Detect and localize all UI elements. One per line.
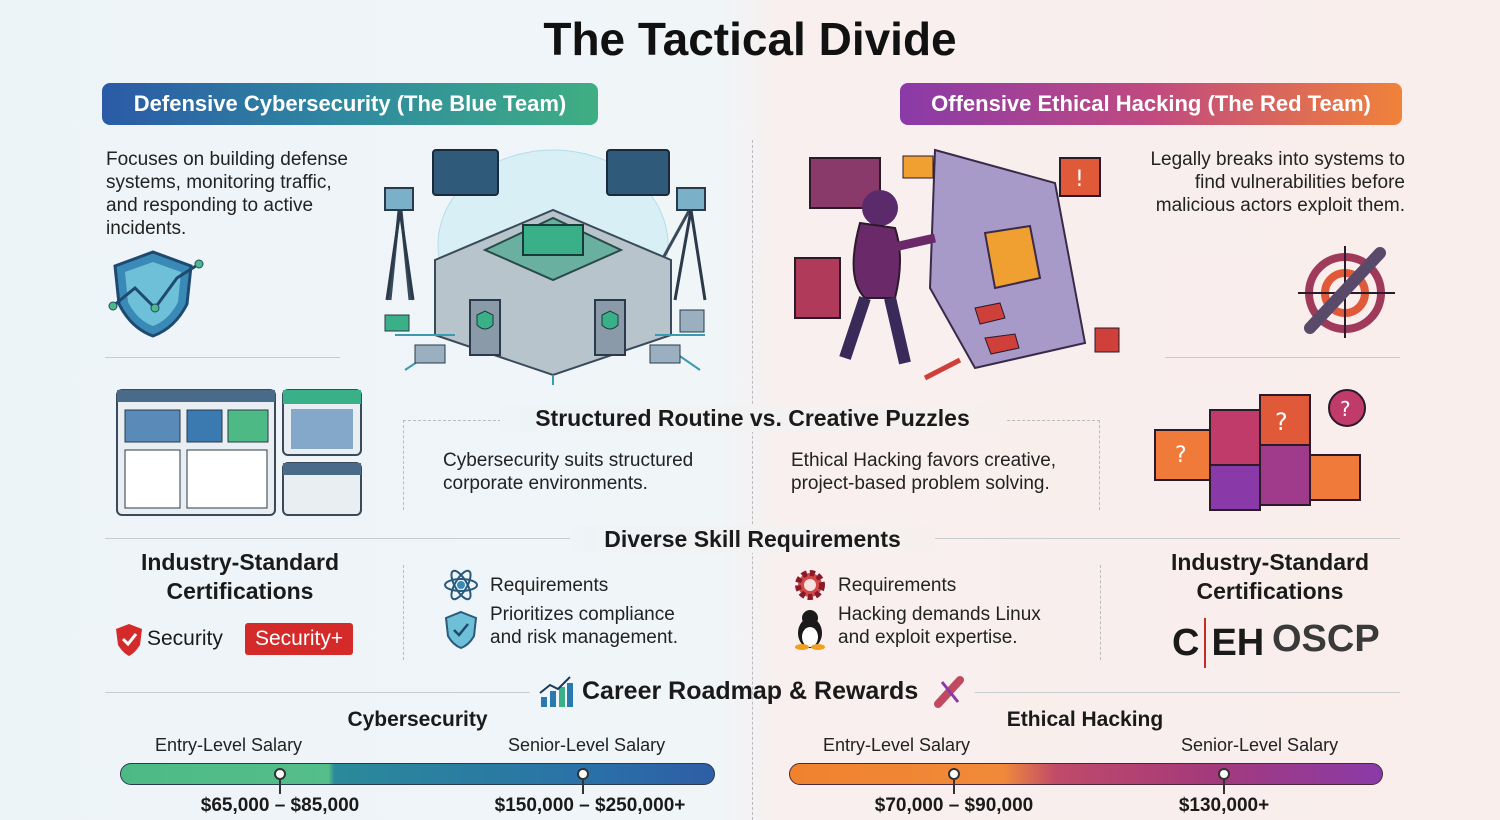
text-line: project-based problem solving. — [791, 473, 1050, 494]
shield-chart-icon — [108, 250, 204, 338]
cyber-entry-salary: $65,000 – $85,000 — [200, 795, 360, 816]
routine-right-text: Ethical Hacking favors creative, project… — [791, 449, 1056, 495]
linux-penguin-icon — [795, 610, 825, 650]
text-line: Cybersecurity suits structured — [443, 450, 694, 471]
heading-line: Industry-Standard — [1170, 549, 1370, 575]
skills-left-text: Prioritizes compliance and risk manageme… — [490, 603, 678, 649]
hacker-puzzle-wall-illustration: ! — [794, 148, 1120, 381]
red-team-description: Legally breaks into systems to find vuln… — [1150, 148, 1405, 217]
cert-oscp-logo: OSCP — [1272, 618, 1380, 660]
hacking-entry-salary: $70,000 – $90,000 — [874, 795, 1034, 816]
desc-line: Legally breaks into systems to — [1150, 149, 1405, 170]
hacking-career-title: Ethical Hacking — [1006, 708, 1164, 731]
divider — [105, 357, 340, 358]
ceh-c: C — [1172, 621, 1200, 664]
divider — [105, 692, 530, 693]
marker-stem — [1223, 780, 1225, 794]
hacking-entry-marker — [948, 768, 960, 780]
heading-line: Certifications — [166, 578, 314, 604]
text-line: and exploit expertise. — [838, 627, 1018, 648]
marker-stem — [279, 780, 281, 794]
divider — [1165, 357, 1400, 358]
desc-line: systems, monitoring traffic, — [106, 172, 332, 193]
atom-icon — [444, 569, 478, 601]
hacking-senior-marker — [1218, 768, 1230, 780]
desc-line: Focuses on building defense — [106, 149, 348, 170]
skills-right-label: Requirements — [838, 575, 957, 596]
text-line: corporate environments. — [443, 473, 648, 494]
tools-icon — [934, 676, 964, 708]
desc-line: find vulnerabilities before — [1194, 172, 1405, 193]
heading-line: Industry-Standard — [140, 549, 340, 575]
divider — [403, 565, 404, 660]
cyber-senior-salary: $150,000 – $250,000+ — [494, 795, 686, 816]
cyber-entry-label: Entry-Level Salary — [155, 735, 303, 755]
svg-text:!: ! — [1075, 167, 1084, 192]
growth-chart-icon — [539, 676, 573, 707]
routine-heading: Structured Routine vs. Creative Puzzles — [500, 405, 1005, 432]
cert-security-label: Security — [147, 627, 223, 650]
shield-check-icon — [444, 610, 478, 650]
red-team-header: Offensive Ethical Hacking (The Red Team) — [900, 83, 1402, 125]
routine-left-text: Cybersecurity suits structured corporate… — [443, 449, 693, 495]
certs-left-heading: Industry-Standard Certifications — [100, 548, 380, 606]
text-line: Ethical Hacking favors creative, — [791, 450, 1057, 471]
target-tool-icon — [1298, 246, 1395, 338]
cyber-entry-marker — [274, 768, 286, 780]
hacking-senior-label: Senior-Level Salary — [1181, 735, 1339, 755]
desc-line: malicious actors exploit them. — [1155, 195, 1405, 216]
cert-security-plus-badge: Security+ — [245, 623, 354, 655]
skills-heading: Diverse Skill Requirements — [570, 526, 935, 553]
blue-team-header: Defensive Cybersecurity (The Blue Team) — [102, 83, 598, 125]
ceh-eh: EH — [1211, 621, 1265, 664]
svg-text:?: ? — [1275, 408, 1288, 436]
desc-line: and responding to active — [106, 195, 314, 216]
dashboard-calendar-icon — [116, 389, 362, 516]
text-line: Hacking demands Linux — [838, 604, 1041, 625]
castle-fortress-illustration — [384, 149, 707, 385]
heading-line: Certifications — [1196, 578, 1344, 604]
divider — [1100, 565, 1101, 660]
marker-stem — [582, 780, 584, 794]
cyber-career-title: Cybersecurity — [347, 708, 488, 731]
cyber-senior-marker — [577, 768, 589, 780]
puzzle-pieces-icon: ? ? ? — [1154, 389, 1366, 511]
divider — [975, 692, 1400, 693]
hacking-entry-label: Entry-Level Salary — [823, 735, 971, 755]
page-title: The Tactical Divide — [543, 13, 957, 65]
cyber-senior-label: Senior-Level Salary — [508, 735, 666, 755]
marker-stem — [953, 780, 955, 794]
cert-ceh-logo: C EH — [1172, 618, 1264, 668]
center-divider — [752, 140, 753, 820]
blue-team-description: Focuses on building defense systems, mon… — [106, 148, 348, 240]
gear-icon — [795, 570, 825, 600]
text-line: and risk management. — [490, 627, 678, 648]
certs-right-heading: Industry-Standard Certifications — [1130, 548, 1410, 606]
desc-line: incidents. — [106, 218, 187, 239]
skills-left-label: Requirements — [490, 575, 609, 596]
cyber-salary-bar — [120, 763, 715, 785]
hacking-salary-bar — [789, 763, 1383, 785]
skills-right-text: Hacking demands Linux and exploit expert… — [838, 603, 1041, 649]
career-heading: Career Roadmap & Rewards — [582, 677, 919, 705]
ceh-divider — [1204, 618, 1207, 668]
svg-text:?: ? — [1340, 397, 1351, 421]
hacking-senior-salary: $130,000+ — [1178, 795, 1270, 816]
svg-text:?: ? — [1175, 443, 1187, 468]
text-line: Prioritizes compliance — [490, 604, 675, 625]
security-shield-icon — [116, 624, 142, 656]
